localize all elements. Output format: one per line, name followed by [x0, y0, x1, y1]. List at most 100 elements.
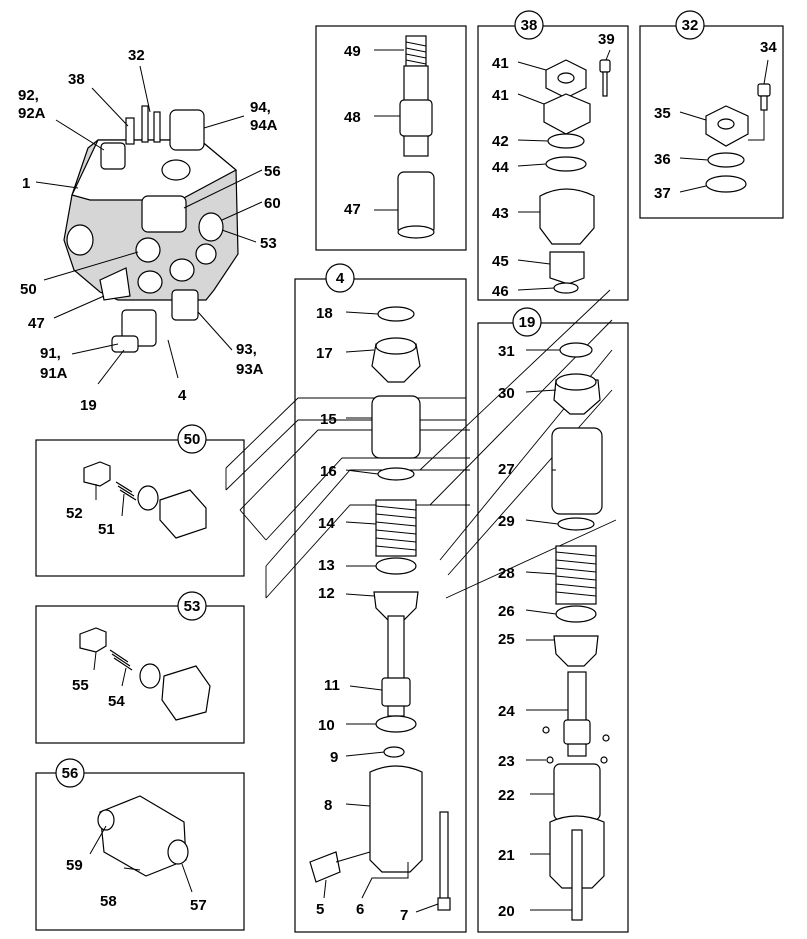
- label-48: 48: [344, 109, 361, 126]
- main-leaders: [35, 65, 263, 385]
- poppet-55: [79, 627, 107, 653]
- ring-44: [545, 156, 587, 172]
- nut-57: [167, 839, 189, 865]
- label-6: 6: [356, 901, 364, 918]
- label-31: 31: [498, 343, 515, 360]
- screw-34-shank: [760, 95, 768, 111]
- washer-10: [375, 715, 417, 733]
- plate-41-bottom: [543, 93, 591, 135]
- label-22: 22: [498, 787, 515, 804]
- collar-17-top: [375, 337, 417, 355]
- port-lower-1: [137, 270, 163, 294]
- part-labels: 92, 92A 38 32 94, 94A 1 56 60 53 50 47 9…: [18, 31, 777, 924]
- label-91a: 91A: [40, 365, 68, 382]
- label-42: 42: [492, 133, 509, 150]
- spool-47-base: [397, 225, 435, 239]
- label-45: 45: [492, 253, 509, 270]
- label-14: 14: [318, 515, 335, 532]
- label-9: 9: [330, 749, 338, 766]
- badge-32-text: 32: [682, 17, 699, 34]
- label-17: 17: [316, 345, 333, 362]
- housing-8: [369, 765, 423, 873]
- label-21: 21: [498, 847, 515, 864]
- label-20: 20: [498, 903, 515, 920]
- label-27: 27: [498, 461, 515, 478]
- group-38-parts: [517, 49, 611, 294]
- spring-51: [115, 481, 137, 501]
- body-22: [553, 763, 601, 821]
- label-35: 35: [654, 105, 671, 122]
- solenoid-56-mount: [141, 195, 187, 233]
- label-50: 50: [20, 281, 37, 298]
- ball-23d: [602, 734, 610, 742]
- label-59: 59: [66, 857, 83, 874]
- ring-29: [557, 517, 595, 531]
- label-41a: 41: [492, 55, 509, 72]
- ring-46: [553, 282, 579, 294]
- label-94: 94,: [250, 99, 271, 116]
- frame-50-group: [35, 439, 245, 577]
- pin-38: [125, 117, 135, 145]
- label-13: 13: [318, 557, 335, 574]
- group-4-parts: [309, 306, 451, 913]
- spool-end-91: [111, 335, 139, 353]
- label-93: 93,: [236, 341, 257, 358]
- pin-32b: [153, 111, 161, 143]
- label-94a: 94A: [250, 117, 278, 134]
- port-left: [66, 224, 94, 256]
- label-93a: 93A: [236, 361, 264, 378]
- housing-43: [539, 188, 595, 245]
- badge-50: 50: [177, 424, 207, 454]
- ring-42: [547, 133, 585, 149]
- cup-25: [553, 635, 599, 667]
- label-29: 29: [498, 513, 515, 530]
- port-upper: [161, 159, 191, 181]
- port-lower-2: [169, 258, 195, 282]
- ring-16: [377, 467, 415, 481]
- group-56-parts: [89, 795, 193, 893]
- plate-41-top-hole: [557, 72, 575, 84]
- badge-19: 19: [512, 307, 542, 337]
- label-1: 1: [22, 175, 30, 192]
- label-28: 28: [498, 565, 515, 582]
- collar-48: [399, 99, 433, 137]
- sleeve-15: [371, 395, 421, 459]
- label-12: 12: [318, 585, 335, 602]
- label-30: 30: [498, 385, 515, 402]
- plug-53-cap: [161, 665, 211, 721]
- label-18: 18: [316, 305, 333, 322]
- label-54: 54: [108, 693, 125, 710]
- collar-30-top: [555, 373, 597, 391]
- plug-60: [198, 212, 224, 242]
- label-24: 24: [498, 703, 515, 720]
- badge-32: 32: [675, 10, 705, 40]
- plate-35-hole: [717, 118, 735, 130]
- poppet-52: [83, 461, 111, 487]
- label-39: 39: [598, 31, 615, 48]
- valve-body-assembly: [63, 105, 239, 353]
- label-49: 49: [344, 43, 361, 60]
- badge-19-text: 19: [519, 314, 536, 331]
- badge-53-text: 53: [184, 598, 201, 615]
- washer-13: [375, 557, 417, 575]
- label-34: 34: [760, 39, 777, 56]
- cap-92: [100, 142, 126, 170]
- clip-9: [383, 746, 405, 758]
- ring-37: [705, 175, 747, 193]
- label-46: 46: [492, 283, 509, 300]
- oring-50: [137, 485, 159, 511]
- label-8: 8: [324, 797, 332, 814]
- frame-56-group: [35, 772, 245, 931]
- screw-39: [599, 59, 611, 73]
- label-5: 5: [316, 901, 324, 918]
- badge-38: 38: [514, 10, 544, 40]
- bolt-7-head: [437, 897, 451, 911]
- bolt-20: [571, 829, 583, 921]
- label-92: 92,: [18, 87, 39, 104]
- plug-50-cap: [159, 489, 207, 539]
- badge-56-text: 56: [62, 765, 79, 782]
- label-57: 57: [190, 897, 207, 914]
- body-45: [549, 251, 585, 285]
- label-26: 26: [498, 603, 515, 620]
- ball-23c: [542, 726, 550, 734]
